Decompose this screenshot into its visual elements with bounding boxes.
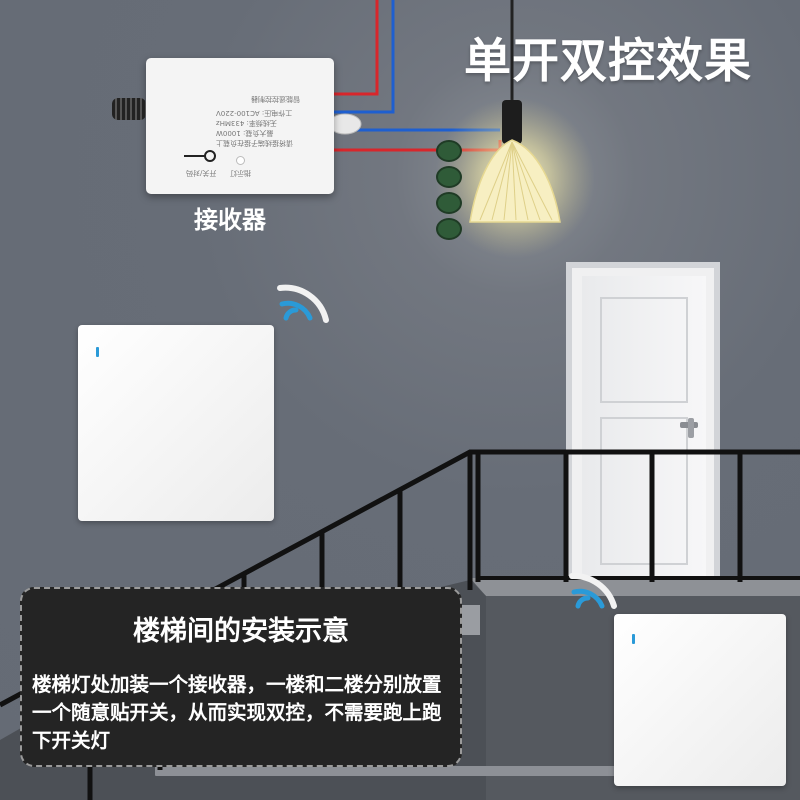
- pair-button-icon: [184, 150, 216, 162]
- receiver-spec-line: 请将接线端子接在负载上: [216, 139, 293, 147]
- terminal-screw-icon: [436, 218, 462, 240]
- receiver-spec-line: 工作电压: AC100-220V: [216, 109, 293, 117]
- receiver-label: 接收器: [194, 206, 266, 234]
- upper-wall-switch[interactable]: [78, 325, 274, 521]
- installation-note: 楼梯间的安装示意 楼梯灯处加装一个接收器，一楼和二楼分别放置一个随意贴开关，从而…: [20, 587, 462, 767]
- page-title: 单开双控效果: [464, 34, 752, 89]
- led-label: 指示灯: [230, 169, 251, 177]
- landing-top: [470, 578, 800, 596]
- status-led-icon: [236, 156, 245, 165]
- installation-note-title: 楼梯间的安装示意: [133, 616, 349, 647]
- switch-indicator-icon: [96, 347, 99, 357]
- lamp-shade: [469, 139, 561, 223]
- antenna-coil-icon: [112, 98, 146, 120]
- receiver-spec-line: 无线频率: 433MHz: [216, 119, 277, 127]
- lower-wall-switch[interactable]: [614, 614, 786, 786]
- terminal-screw-icon: [436, 192, 462, 214]
- switch-indicator-icon: [632, 634, 635, 644]
- installation-note-body: 楼梯灯处加装一个接收器，一楼和二楼分别放置一个随意贴开关，从而实现双控，不需要跑…: [32, 673, 442, 752]
- receiver-module: 智能遥控控制器 工作电压: AC100-220V 无线频率: 433MHz 最大…: [146, 58, 462, 240]
- lamp-socket: [502, 100, 522, 144]
- terminal-screw-icon: [436, 140, 462, 162]
- pair-button-label: 开关/对码: [186, 169, 217, 177]
- receiver-spec-line: 最大负载: 1000W: [216, 129, 274, 137]
- wifi-signal-icon: [277, 284, 329, 323]
- terminal-screw-icon: [436, 166, 462, 188]
- receiver-spec-line: 智能遥控控制器: [251, 95, 300, 103]
- terminal-block: [436, 140, 462, 240]
- wifi-signal-icon: [569, 572, 617, 609]
